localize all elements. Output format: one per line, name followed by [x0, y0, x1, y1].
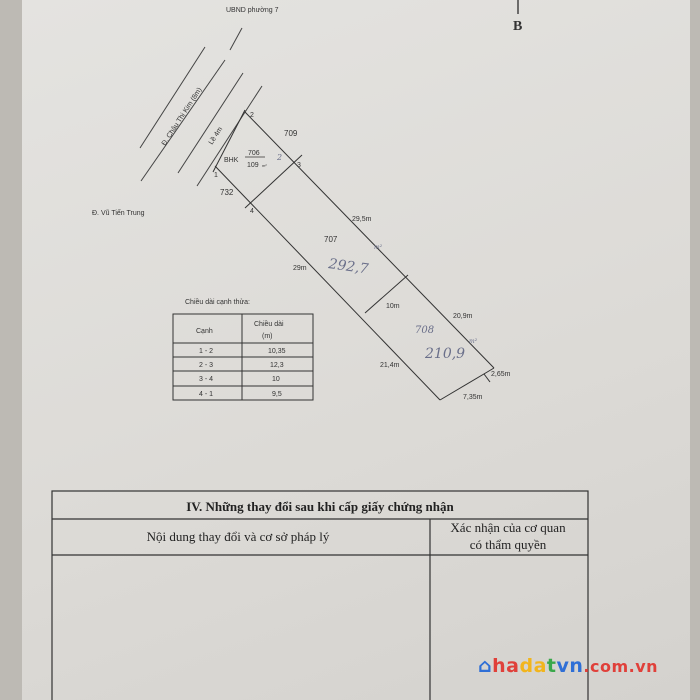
parcel-706-unit: m²	[262, 163, 267, 168]
table-cell: 3 - 4	[199, 376, 213, 383]
form-col2-header: Xác nhận của cơ quan	[450, 520, 566, 535]
point-3: 3	[297, 162, 301, 169]
road-main-label: Đ. Châu Thị Kim (8m)	[161, 87, 204, 147]
table-cell: 9,5	[272, 391, 282, 398]
neighbor-709: 709	[284, 129, 298, 138]
table-cell: 12,3	[270, 362, 284, 369]
handwritten-mark: 2	[276, 153, 282, 162]
parcel-707-unit: m²	[374, 244, 383, 251]
form-title: IV. Những thay đổi sau khi cấp giấy chứn…	[186, 499, 454, 514]
road-bottom-label: Đ. Vũ Tiến Trung	[92, 208, 145, 217]
parcel-708-area: 210,9	[424, 346, 465, 362]
watermark-domain: .com.vn	[583, 657, 659, 676]
edge-table-title: Chiều dài cạnh thửa:	[185, 297, 250, 306]
table-cell: 4 - 1	[199, 391, 213, 398]
point-2: 2	[250, 112, 254, 119]
table-header: (m)	[262, 333, 273, 340]
parcel-708-number: 708	[415, 325, 434, 336]
road-side-label: Lề 4m	[206, 125, 224, 146]
parcel-707-number: 707	[324, 235, 338, 244]
form-col1-header: Nội dung thay đổi và cơ sở pháp lý	[147, 529, 330, 544]
length-label: 29,5m	[352, 216, 372, 223]
length-label: 21,4m	[380, 362, 400, 369]
form-col2-header-2: có thẩm quyền	[470, 537, 547, 552]
point-1: 1	[214, 172, 218, 179]
parcel-706-area: 109	[247, 162, 259, 169]
length-label: 10m	[386, 303, 400, 310]
length-label: 7,35m	[463, 394, 483, 401]
table-cell: 10	[272, 376, 280, 383]
document-page	[22, 0, 690, 700]
parcel-708-unit: m²	[469, 338, 478, 345]
north-label: B	[513, 19, 522, 34]
table-header: Cạnh	[196, 328, 213, 335]
edge-table	[172, 313, 314, 401]
road-lines	[139, 27, 263, 187]
point-4: 4	[250, 208, 254, 215]
length-label: 2,65m	[491, 371, 511, 378]
parcel-706-prefix: BHK	[224, 157, 239, 164]
table-cell: 10,35	[268, 348, 286, 355]
parcel-706-number: 706	[248, 150, 260, 157]
parcel-outline	[212, 109, 495, 401]
table-cell: 1 - 2	[199, 348, 213, 355]
changes-form-table	[51, 490, 589, 700]
length-label: 29m	[293, 265, 307, 272]
watermark-logo: ⌂hadatvn.com.vn	[478, 655, 659, 677]
parcel-707-area: 292,7	[326, 256, 369, 278]
table-cell: 2 - 3	[199, 362, 213, 369]
table-header: Chiều dài	[254, 319, 284, 328]
length-label: 20,9m	[453, 313, 473, 320]
top-label: UBND phường 7	[226, 7, 279, 14]
neighbor-732: 732	[220, 188, 234, 197]
